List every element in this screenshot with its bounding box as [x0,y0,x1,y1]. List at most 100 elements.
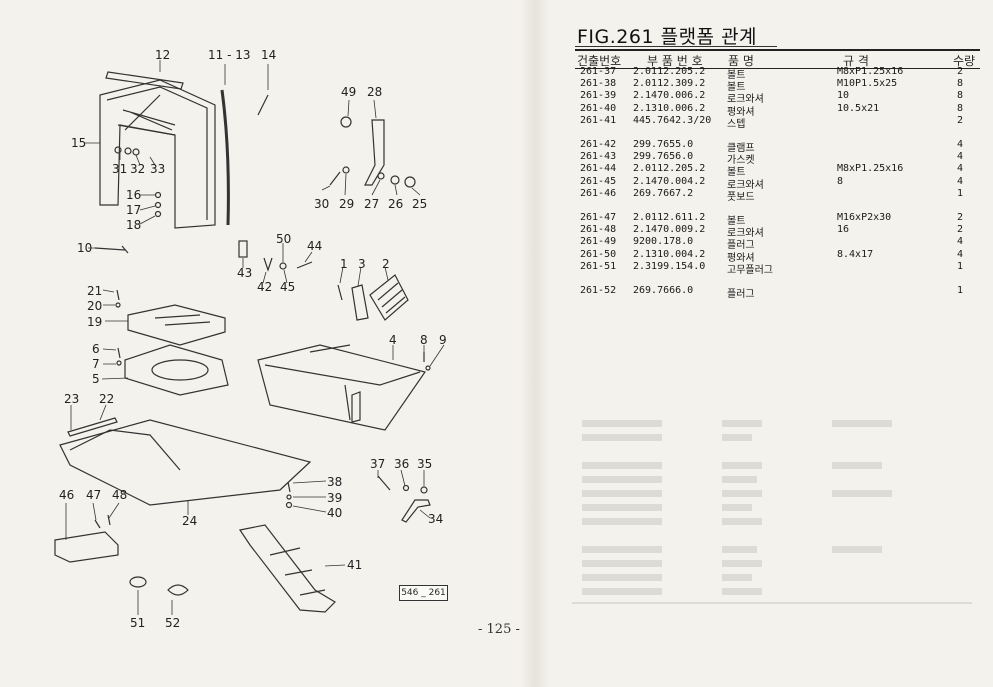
callout-label: 12 [155,48,171,62]
callout-label: 36 [394,457,410,471]
callout-label: 35 [417,457,433,471]
callout-label: 5 [92,372,100,386]
upper-platform-plate [127,304,226,346]
foot-board-part [54,531,119,563]
bleed-through-shadow [572,412,982,642]
callout-label: 18 [126,218,142,232]
step-ladder-part [239,524,336,613]
callout-label: 34 [428,512,444,526]
qty-cell: 4 [957,151,964,163]
qty-cell: 4 [957,175,964,187]
spec-cell: 8 [837,175,844,187]
callout-label: 1 [340,257,348,271]
part-name-cell: 볼트 [727,70,746,81]
callout-label: 33 [150,162,166,176]
ref-cell: 261-50 [580,248,617,260]
callout-label: 21 [87,284,103,298]
part-number-cell: 2.1470.004.2 [633,175,706,187]
part-name-cell: 평와셔 [727,252,755,264]
callout-label: 27 [364,197,380,211]
page-gutter [520,0,550,687]
step-bracket-part [401,499,431,523]
callout-label: 23 [64,392,80,406]
header-ref: 건출번호 [577,54,622,68]
callout-label: 32 [130,162,146,176]
page-number: - 125 - [478,622,520,637]
callout-label: 44 [307,239,323,253]
callout-label: 16 [126,188,142,202]
part-name-cell: 볼트 [727,216,746,227]
part-name-cell: 스텝 [727,118,746,130]
bracket-part [364,119,385,186]
header-qty: 수량 [953,54,976,68]
spec-cell: 10 [837,90,850,102]
spec-cell: M8xP1.25x16 [837,66,904,77]
qty-cell: 2 [957,224,964,236]
callout-label: 14 [261,48,277,62]
part-name-cell: 로크와셔 [727,179,764,191]
part-name-cell: 클램프 [727,143,755,154]
spec-cell: 10.5x21 [837,102,880,114]
callout-label: 39 [327,491,343,505]
callout-label: 28 [367,85,383,99]
ref-cell: 261-45 [580,175,617,187]
callout-label: 19 [87,315,103,329]
trim-strip-part [67,417,118,437]
part-number-cell: 2.0112.611.2 [633,212,706,223]
callout-label: 6 [92,342,100,356]
part-name-cell: 플러그 [727,240,755,252]
ref-cell: 261-48 [580,224,617,236]
seal-strip-part [220,89,230,226]
callout-label: 40 [327,506,343,520]
qty-cell: 1 [957,187,964,199]
qty-cell: 1 [957,260,964,272]
ref-cell: 261-42 [580,139,617,150]
part-name-cell: 가스켓 [727,155,755,167]
part-number-cell: 9200.178.0 [633,236,694,248]
qty-cell: 8 [957,78,964,90]
callout-label: 8 [420,333,428,347]
callout-label: 45 [280,280,296,294]
callout-label: 30 [314,197,330,211]
ref-cell: 261-52 [580,285,617,296]
qty-cell: 2 [957,66,964,77]
callout-label: 17 [126,203,142,217]
qty-cell: 2 [957,212,964,223]
qty-cell: 1 [957,285,964,296]
table-header: 건출번호 부 품 번 호 품 명 규 격 수량 [575,49,980,69]
figure-title: FIG.261 플랫폼 관계 [577,26,758,48]
part-number-cell: 269.7667.2 [633,187,694,199]
ref-cell: 261-49 [580,236,617,248]
callout-label: 42 [257,280,273,294]
rubber-plug-part [167,584,189,596]
spec-cell: 8.4x17 [837,248,874,260]
part-number-cell: 2.3199.154.0 [633,260,706,272]
floor-panel-part [257,344,426,431]
qty-cell: 8 [957,102,964,114]
callout-label: 52 [165,616,181,630]
plate-part [351,284,369,321]
title-underline [575,46,777,47]
callout-label: 25 [412,197,428,211]
part-name-cell: 플러그 [727,289,755,300]
callout-label: 10 [77,241,93,255]
part-name-cell: 로크와셔 [727,94,764,106]
callout-label: 7 [92,357,100,371]
lower-platform-plate [124,344,229,396]
spec-cell: M16xP2x30 [837,212,892,223]
plug-part [340,116,352,128]
ref-cell: 261-44 [580,163,617,175]
callout-label: 22 [99,392,115,406]
part-number-cell: 299.7655.0 [633,139,694,150]
floor-mat-part [59,419,312,506]
spec-cell: M8xP1.25x16 [837,163,904,175]
